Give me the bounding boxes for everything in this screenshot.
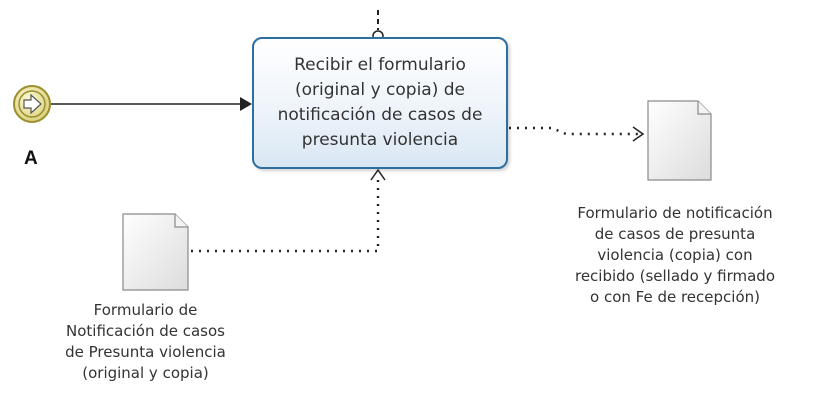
input-association <box>191 180 380 253</box>
output-association <box>509 126 640 136</box>
input-document-label: Formulario de Notificación de casos de P… <box>65 301 226 382</box>
output-document-label: Formulario de notificación de casos de p… <box>574 204 776 306</box>
sequence-flow-arrowhead <box>240 97 252 111</box>
output-association-arrowhead <box>632 126 645 142</box>
link-arrow-icon <box>23 93 42 115</box>
start-event-label: A <box>24 148 38 169</box>
task-label: Recibir el formulario (original y copia)… <box>277 55 483 150</box>
output-document-icon[interactable] <box>647 100 712 181</box>
input-document-icon[interactable] <box>122 213 189 291</box>
task-recibir-formulario[interactable]: Recibir el formulario (original y copia)… <box>252 37 508 169</box>
start-event[interactable] <box>13 85 51 123</box>
input-association-arrowhead <box>370 168 386 181</box>
